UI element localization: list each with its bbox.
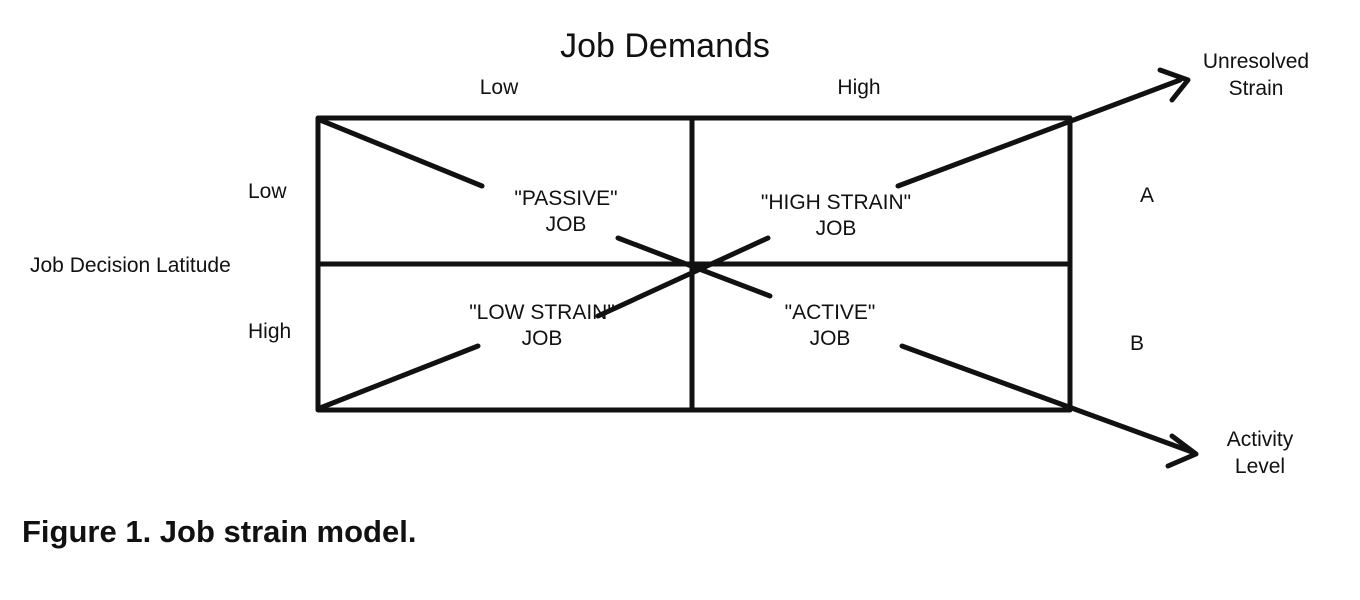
unresolved-strain-line2: Strain: [1228, 77, 1284, 101]
diagram-title: Job Demands: [560, 27, 770, 65]
activity-level-label: Activity Level: [1227, 426, 1294, 481]
quadrant-high-strain-line1: "HIGH STRAIN": [760, 191, 912, 214]
activity-level-arrowhead: [1165, 433, 1199, 469]
diagonal-a-segment-low-strain: [317, 343, 481, 411]
activity-level-line1: Activity: [1226, 428, 1294, 451]
unresolved-strain-label: Unresolved Strain: [1203, 48, 1309, 103]
quadrant-passive-line1: "PASSIVE": [514, 187, 618, 210]
row-axis-label: Job Decision Latitude: [30, 254, 231, 277]
column-label-low: Low: [479, 76, 519, 99]
quadrant-active-line2: JOB: [809, 327, 851, 351]
quadrant-active-job: "ACTIVE" JOB: [785, 300, 876, 353]
diagonal-b-segment-center: [615, 235, 773, 299]
quadrant-active-line1: "ACTIVE": [784, 301, 876, 324]
unresolved-strain-line1: Unresolved: [1202, 50, 1310, 73]
diagonal-b-label: B: [1130, 332, 1145, 355]
quadrant-low-strain-line2: JOB: [521, 327, 563, 351]
row-label-low: Low: [248, 180, 287, 203]
quadrant-high-strain-job: "HIGH STRAIN" JOB: [761, 190, 911, 243]
row-label-high: High: [248, 320, 292, 343]
diagonal-b-segment-active: [899, 343, 1195, 455]
column-label-high: High: [837, 76, 881, 99]
activity-level-line2: Level: [1234, 455, 1286, 479]
diagonal-b-segment-passive: [317, 117, 485, 189]
figure-caption: Figure 1. Job strain model.: [22, 514, 417, 549]
quadrant-low-strain-job: "LOW STRAIN" JOB: [469, 300, 615, 353]
quadrant-passive-line2: JOB: [545, 213, 587, 237]
unresolved-strain-arrowhead: [1157, 67, 1191, 103]
diagonal-a-label: A: [1140, 184, 1155, 207]
quadrant-low-strain-line1: "LOW STRAIN": [469, 301, 615, 324]
quadrant-high-strain-line2: JOB: [815, 217, 857, 241]
diagonal-a-segment-high-strain: [895, 77, 1183, 189]
diagonal-a-segment-center: [595, 235, 771, 319]
quadrant-passive-job: "PASSIVE" JOB: [514, 186, 617, 239]
